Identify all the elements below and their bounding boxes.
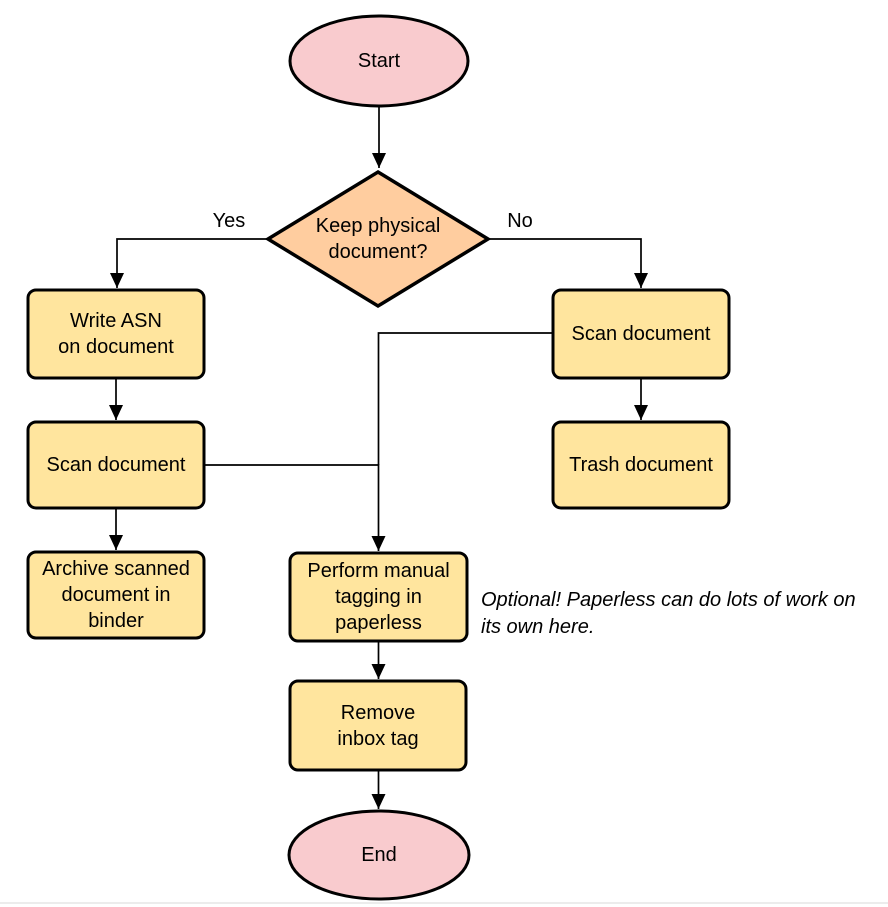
remove-inbox-process-shape (288, 679, 468, 772)
bottom-page-edge (0, 902, 888, 904)
scan-right-process-shape (551, 288, 731, 380)
scan-left-process-shape (26, 420, 206, 510)
edge-decision-no-to-scan-right (489, 238, 648, 288)
write-asn-process-shape (26, 288, 206, 380)
edge-scan-left-to-tagging (204, 464, 386, 551)
archive-process-shape (26, 550, 206, 640)
yes-branch-label: Yes (212, 210, 246, 232)
trash-process-shape (551, 420, 731, 510)
edge-decision-yes-to-write-asn (110, 238, 267, 288)
tagging-process-shape (288, 551, 469, 643)
start-terminal-shape (288, 14, 470, 108)
end-terminal-shape (287, 809, 471, 901)
no-branch-label: No (507, 210, 533, 232)
edge-scan-right-to-tagging (377, 332, 553, 465)
decision-diamond-shape (264, 169, 492, 309)
optional-note: Optional! Paperless can do lots of work … (481, 589, 856, 638)
